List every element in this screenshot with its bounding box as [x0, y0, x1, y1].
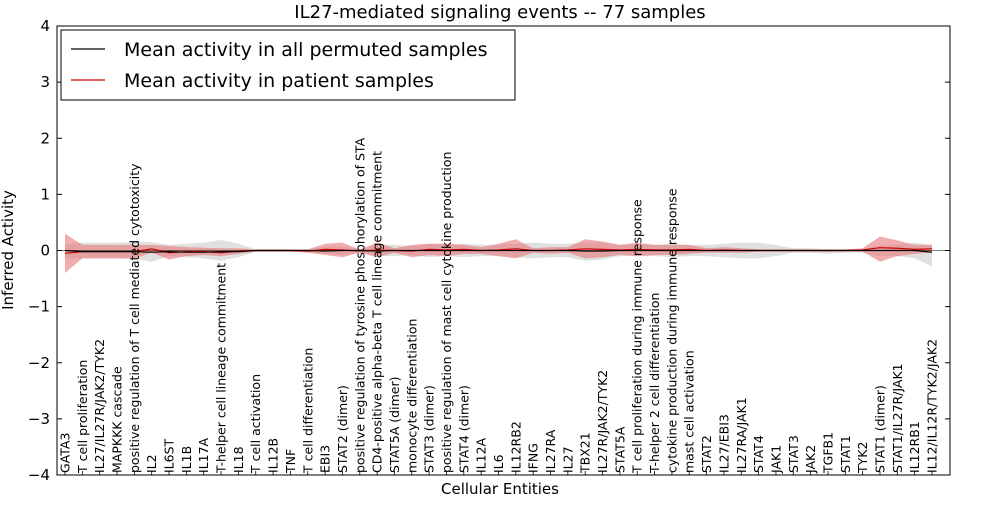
band-patient	[65, 233, 932, 273]
y-tick-label: 1	[40, 185, 50, 203]
category-label: mast cell activation	[682, 350, 697, 473]
category-label: EBI3	[318, 445, 333, 473]
line-layer	[57, 247, 950, 254]
category-label: IL12RB2	[508, 421, 523, 473]
x-axis-label: Cellular Entities	[441, 480, 559, 498]
category-label: JAK2	[803, 445, 818, 474]
category-label: IL27	[560, 446, 575, 473]
category-label: positive regulation of T cell mediated c…	[127, 163, 142, 473]
category-label: GATA3	[58, 433, 73, 473]
y-tick-label: −3	[28, 410, 50, 428]
category-label: IFNG	[526, 443, 541, 473]
category-label: STAT3	[786, 435, 801, 473]
y-axis-label: Inferred Activity	[0, 190, 17, 310]
y-axis: −4 −3 −2 −1 0 1 2 3 4	[28, 17, 950, 484]
category-label: STAT4 (dimer)	[456, 385, 471, 473]
category-label: STAT3 (dimer)	[422, 385, 437, 473]
legend-label-permuted: Mean activity in all permuted samples	[124, 39, 487, 61]
y-tick-label: −4	[28, 466, 50, 484]
category-label: STAT1/IL27R/JAK1	[890, 363, 905, 473]
category-label: T-helper 2 cell differentiation	[647, 293, 662, 474]
category-label: IL12/IL12R/TYK2/JAK2	[925, 339, 940, 473]
category-label: cytokine production during immune respon…	[664, 188, 679, 473]
category-label: IL2	[144, 454, 159, 473]
category-label: MAPKKK cascade	[110, 366, 125, 473]
category-label: T cell activation	[248, 374, 263, 474]
y-tick-label: 0	[40, 242, 50, 260]
band-layer	[65, 233, 932, 273]
y-tick-label: 4	[40, 17, 50, 35]
category-label: IL6ST	[162, 438, 177, 473]
chart-title: IL27-mediated signaling events -- 77 sam…	[294, 2, 705, 23]
category-label: STAT1 (dimer)	[872, 385, 887, 473]
category-label: STAT5A (dimer)	[387, 377, 402, 473]
category-label: IL27/EBI3	[716, 414, 731, 473]
y-tick-label: 3	[40, 73, 50, 91]
category-label: IL1B	[179, 446, 194, 473]
category-label: IL27/IL27R/JAK2/TYK2	[92, 339, 107, 473]
legend-box	[60, 29, 516, 101]
category-label: JAK1	[768, 445, 783, 474]
category-label: STAT5A	[612, 426, 627, 473]
category-label: IL27RA/JAK1	[734, 397, 749, 473]
category-label: monocyte differentiation	[404, 319, 419, 473]
category-label: TGFB1	[820, 432, 835, 474]
category-label: IL27RA	[543, 429, 558, 473]
category-label: IL18	[231, 446, 246, 473]
category-label: STAT2	[699, 435, 714, 473]
category-label: TBX21	[578, 432, 593, 474]
category-label: positive regulation of tyrosine phosphor…	[352, 137, 367, 473]
category-label: IL6	[491, 454, 506, 473]
category-label: T cell proliferation during immune respo…	[630, 199, 645, 474]
y-tick-label: −1	[28, 298, 50, 316]
category-label: IL27R/JAK2/TYK2	[595, 370, 610, 473]
category-label: T-helper cell lineage commitment	[214, 263, 229, 474]
category-label: T cell proliferation	[75, 360, 90, 474]
category-label: IL17A	[196, 437, 211, 473]
category-label: STAT2 (dimer)	[335, 385, 350, 473]
category-label: CD4-positive alpha-beta T cell lineage c…	[370, 151, 385, 473]
line-permuted	[64, 249, 933, 253]
category-label: TYK2	[855, 442, 870, 474]
category-label: STAT4	[751, 435, 766, 473]
category-label: TNF	[283, 449, 298, 474]
category-label: positive regulation of mast cell cytokin…	[439, 152, 454, 473]
category-label: STAT1	[838, 435, 853, 473]
y-tick-label: 2	[40, 129, 50, 147]
category-label: IL12A	[474, 437, 489, 473]
category-label: IL12B	[266, 438, 281, 473]
legend: Mean activity in all permuted samples Me…	[60, 29, 516, 101]
legend-label-patient: Mean activity in patient samples	[124, 70, 434, 92]
y-tick-label: −2	[28, 354, 50, 372]
category-label: T cell differentiation	[300, 348, 315, 474]
category-label: IL12RB1	[907, 421, 922, 473]
